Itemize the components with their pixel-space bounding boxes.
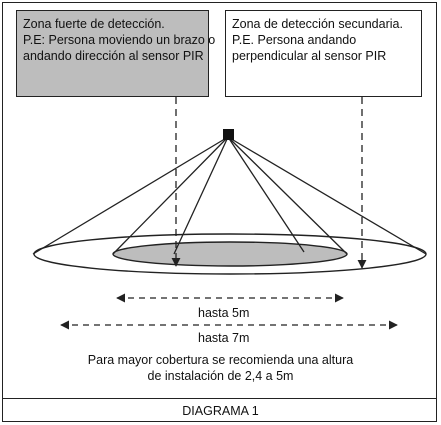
secondary-zone-title: Zona de detección secundaria. [232, 17, 403, 31]
diagram-frame [2, 2, 437, 422]
range-7m-label: hasta 7m [198, 331, 250, 345]
strong-zone-callout: Zona fuerte de detección. P.E: Persona m… [16, 10, 216, 97]
strong-zone-example-2: andando dirección al sensor PIR [23, 49, 204, 63]
diagram-caption: DIAGRAMA 1 [182, 404, 259, 418]
pir-sensor-icon [223, 129, 234, 140]
inner-zone-ellipse [112, 241, 348, 267]
installation-note: Para mayor cobertura se recomienda una a… [0, 352, 441, 384]
detection-cone [32, 136, 427, 255]
installation-note-line-1: Para mayor cobertura se recomienda una a… [87, 353, 354, 367]
range-5m-label: hasta 5m [198, 306, 250, 320]
installation-note-line-2: de instalación de 2,4 a 5m [147, 369, 294, 383]
secondary-zone-example-2: perpendicular al sensor PIR [232, 49, 387, 63]
footer-divider [2, 398, 437, 399]
strong-zone-title: Zona fuerte de detección. [23, 17, 165, 31]
strong-zone-example-1: P.E: Persona moviendo un brazo o [23, 33, 216, 47]
secondary-zone-example-1: P.E. Persona andando [232, 33, 357, 47]
secondary-zone-callout: Zona de detección secundaria. P.E. Perso… [225, 10, 422, 97]
